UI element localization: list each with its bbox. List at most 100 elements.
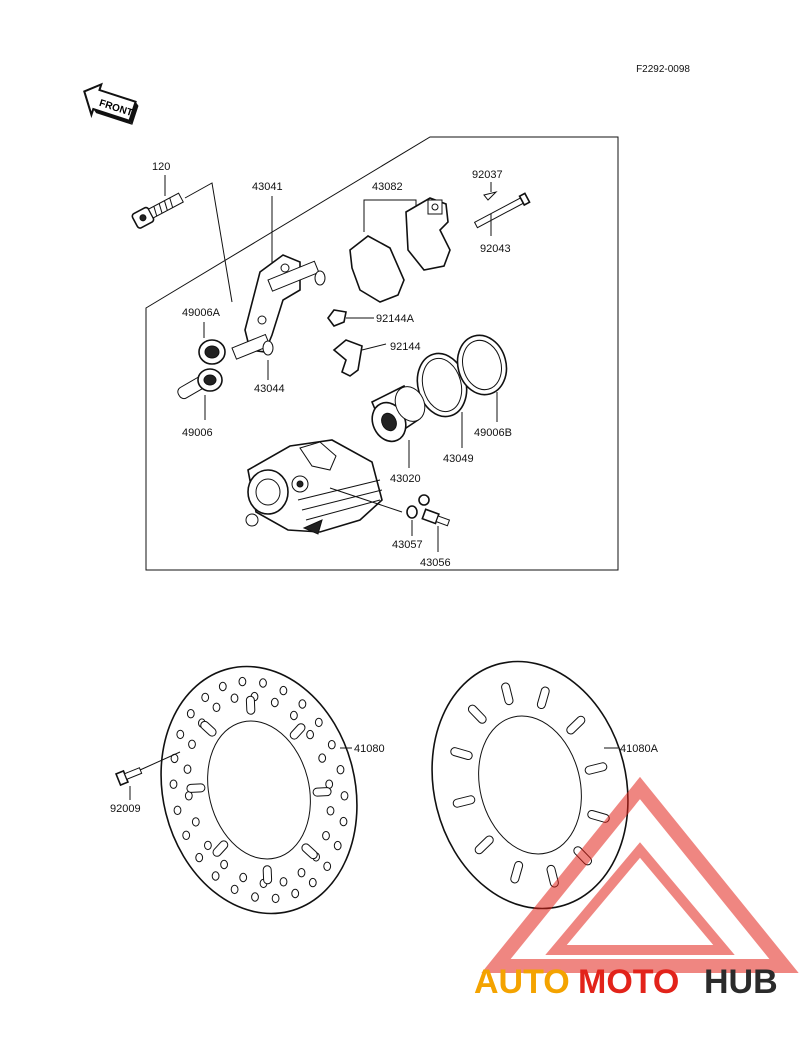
- automotohub-watermark-logo: AUTO MOTO HUB: [474, 776, 799, 1001]
- pad-spring-92144A: [327, 309, 374, 327]
- disc-slot: [452, 795, 476, 808]
- label-43056: 43056: [420, 557, 451, 569]
- disc-hole: [186, 709, 195, 719]
- disc-slot: [289, 723, 306, 740]
- disc-hole: [308, 877, 317, 888]
- disc-slot: [536, 686, 550, 710]
- disc-hole: [204, 840, 212, 851]
- disc-slot: [501, 682, 514, 706]
- front-arrow-icon: FRONT: [83, 82, 139, 125]
- clip-92037: [483, 191, 498, 201]
- label-49006: 49006: [182, 427, 213, 439]
- disc-screw-92009: [115, 751, 181, 800]
- brake-disc-41080A: [431, 660, 629, 910]
- bleeder-valve-43056: [421, 508, 451, 527]
- brake-disc-41080: [160, 665, 358, 915]
- disc-slot: [584, 762, 608, 775]
- disc-hole: [325, 779, 334, 789]
- disc-hole: [183, 764, 192, 774]
- label-49006B: 49006B: [474, 427, 512, 439]
- label-43044: 43044: [254, 383, 285, 395]
- disc-hole: [212, 702, 221, 712]
- disc-slot: [474, 835, 494, 855]
- label-41080: 41080: [354, 743, 385, 755]
- pad-pin-92043: [473, 192, 531, 229]
- label-92043: 92043: [480, 243, 511, 255]
- disc-hole: [333, 840, 342, 851]
- disc-slot: [245, 695, 256, 715]
- disc-slot: [200, 720, 217, 737]
- disc-hole: [169, 779, 178, 789]
- brake-pad-left-43082: [349, 235, 405, 303]
- label-43049: 43049: [443, 453, 474, 465]
- disc-hole: [322, 831, 330, 841]
- watermark-moto: MOTO: [578, 963, 679, 1001]
- disc-hole: [291, 888, 300, 899]
- disc-hole: [173, 805, 182, 815]
- piston-seal-43049: [416, 352, 468, 418]
- disc-hole: [270, 697, 279, 708]
- disc-hole: [318, 753, 327, 763]
- label-43057: 43057: [392, 539, 423, 551]
- disc-slot: [312, 787, 332, 797]
- disc-slot: [450, 747, 473, 761]
- caliper-assembly-frame: [145, 136, 619, 571]
- disc-hole: [339, 816, 348, 827]
- disc-hole: [230, 693, 239, 703]
- dust-seal-49006B: [456, 334, 508, 396]
- diagram-reference-code: F2292-0098: [636, 64, 690, 75]
- disc-slot: [301, 843, 318, 860]
- boot-pin-49006: [177, 368, 223, 400]
- disc-hole: [188, 739, 196, 749]
- disc-hole: [184, 791, 193, 801]
- disc-hole: [218, 681, 227, 692]
- label-43041: 43041: [252, 181, 283, 193]
- brake-pad-right-43082: [405, 197, 451, 271]
- disc-hole: [238, 676, 247, 687]
- disc-slot: [262, 865, 273, 885]
- disc-slot: [212, 840, 229, 857]
- label-92009: 92009: [110, 803, 141, 815]
- disc-slot: [510, 860, 524, 884]
- disc-hole: [297, 868, 306, 878]
- bleed-valve-cap-43057: [406, 494, 430, 519]
- disc-hole: [239, 872, 248, 883]
- disc-hole: [182, 830, 191, 840]
- watermark-auto: AUTO: [474, 963, 570, 1001]
- label-92144A: 92144A: [376, 313, 415, 325]
- disc-slot: [566, 715, 586, 735]
- disc-hole: [327, 740, 336, 750]
- disc-hole: [290, 710, 298, 721]
- disc-slot: [467, 704, 487, 724]
- disc-hole: [336, 765, 345, 775]
- disc-hole: [271, 893, 280, 904]
- disc-holes: [169, 676, 349, 904]
- label-43082: 43082: [372, 181, 403, 193]
- disc-hole: [298, 699, 307, 709]
- disc-hole: [306, 729, 315, 740]
- label-49006A: 49006A: [182, 307, 221, 319]
- disc-hole: [340, 791, 349, 801]
- pad-spring-92144: [332, 339, 387, 377]
- label-120: 120: [152, 161, 170, 173]
- disc-hole: [201, 692, 210, 703]
- disc-hole: [220, 859, 229, 870]
- disc-hole: [259, 678, 267, 688]
- disc-hole: [230, 884, 239, 895]
- watermark-hub: HUB: [704, 963, 778, 1001]
- disc-hole: [279, 685, 288, 696]
- caliper-bracket-43041: [231, 254, 326, 360]
- label-92037: 92037: [472, 169, 503, 181]
- piston-43020: [370, 384, 426, 443]
- disc-hole: [191, 817, 200, 827]
- caliper-body: [245, 439, 383, 535]
- disc-hole: [195, 852, 204, 863]
- disc-hole: [176, 729, 185, 740]
- label-41080A: 41080A: [620, 743, 659, 755]
- label-43020: 43020: [390, 473, 421, 485]
- bolt-120: [131, 175, 233, 303]
- disc-slot: [186, 783, 206, 793]
- disc-hole: [323, 861, 332, 871]
- disc-hole: [211, 871, 220, 881]
